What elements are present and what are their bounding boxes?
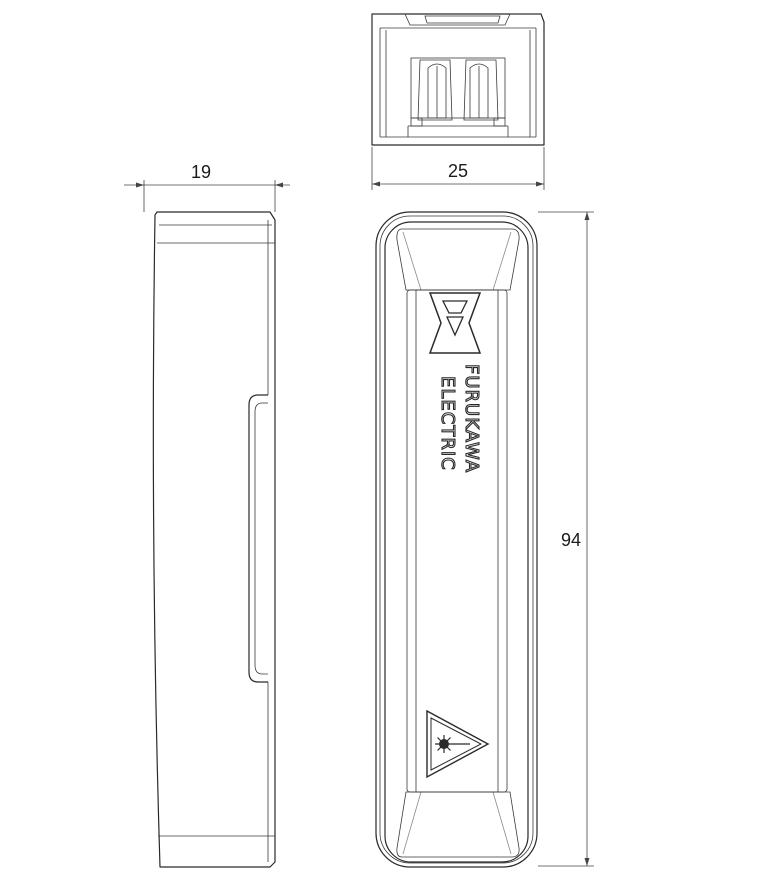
laser-warning-icon: [426, 709, 490, 779]
dimension-width-front: 25: [371, 147, 545, 190]
brand-text: FURUKAWA ELECTRIC: [436, 363, 482, 473]
dimension-label-25: 25: [448, 161, 468, 181]
dimension-height: 94: [538, 211, 594, 867]
top-view: [371, 13, 545, 146]
dimension-label-19: 19: [191, 162, 211, 182]
front-view: FURUKAWA ELECTRIC: [375, 211, 538, 868]
dimension-width-side: 19: [124, 162, 290, 212]
furukawa-logo-icon: [428, 292, 482, 354]
brand-line-1: FURUKAWA: [461, 364, 482, 473]
dimension-label-94: 94: [561, 530, 581, 550]
side-view: [152, 211, 276, 868]
brand-line-2: ELECTRIC: [437, 376, 458, 471]
